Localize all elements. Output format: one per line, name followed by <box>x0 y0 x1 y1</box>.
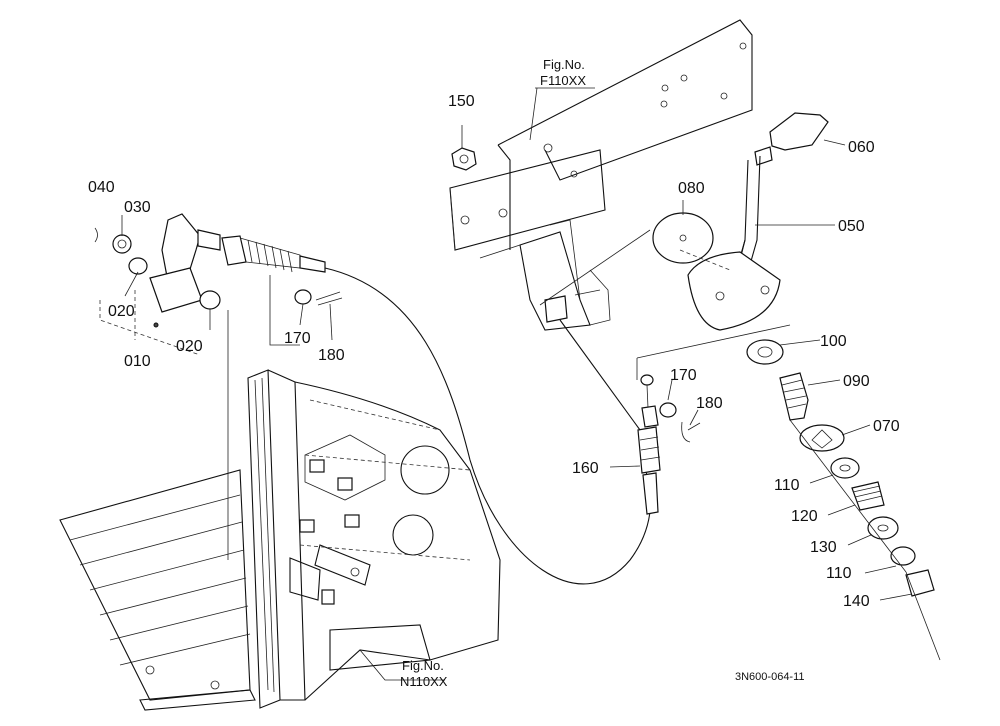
frame-bracket <box>449 19 753 331</box>
callout-100: 100 <box>820 333 847 350</box>
callout-050: 050 <box>838 218 865 235</box>
callout-180b: 180 <box>696 395 723 412</box>
callout-040: 040 <box>88 179 115 196</box>
callout-170b: 170 <box>670 367 697 384</box>
leader-lines-left <box>121 215 333 560</box>
shift-lever-assembly <box>652 112 829 331</box>
callout-110a: 110 <box>774 477 800 494</box>
callout-130: 130 <box>810 539 837 556</box>
fig-bottom-line2: N110XX <box>400 674 448 689</box>
fig-top-line1: Fig.No. <box>543 57 585 72</box>
callout-180a: 180 <box>318 347 345 364</box>
control-cable <box>324 267 652 585</box>
connector-rod <box>559 319 641 431</box>
cable-end-left <box>221 235 343 306</box>
fig-bottom-leader <box>359 649 445 681</box>
drawing-code: 3N600-064-11 <box>735 671 805 683</box>
cable-connector <box>636 324 791 515</box>
floor-frame <box>59 469 256 711</box>
callout-120: 120 <box>791 508 818 525</box>
callout-060: 060 <box>848 139 875 156</box>
callout-160: 160 <box>572 460 599 477</box>
vertical-channel <box>247 369 306 709</box>
pivot-lever-assembly <box>94 213 221 356</box>
fig-top-leader <box>529 87 595 141</box>
callout-110b: 110 <box>826 565 852 582</box>
callout-170a: 170 <box>284 330 311 347</box>
callout-080: 080 <box>678 180 705 197</box>
leader-lines-right <box>461 125 913 601</box>
fig-top-line2: F110XX <box>540 73 586 88</box>
callout-070: 070 <box>873 418 900 435</box>
nut-150 <box>451 147 477 171</box>
callout-150: 150 <box>448 93 475 110</box>
callout-140: 140 <box>843 593 870 610</box>
callout-030: 030 <box>124 199 151 216</box>
fig-bottom-line1: Fig.No. <box>402 658 444 673</box>
bolt-stack <box>746 339 941 661</box>
callout-020a: 020 <box>108 303 135 320</box>
bracket-plate <box>289 381 501 701</box>
callout-020b: 020 <box>176 338 203 355</box>
callout-090: 090 <box>843 373 870 390</box>
callout-010: 010 <box>124 353 151 370</box>
